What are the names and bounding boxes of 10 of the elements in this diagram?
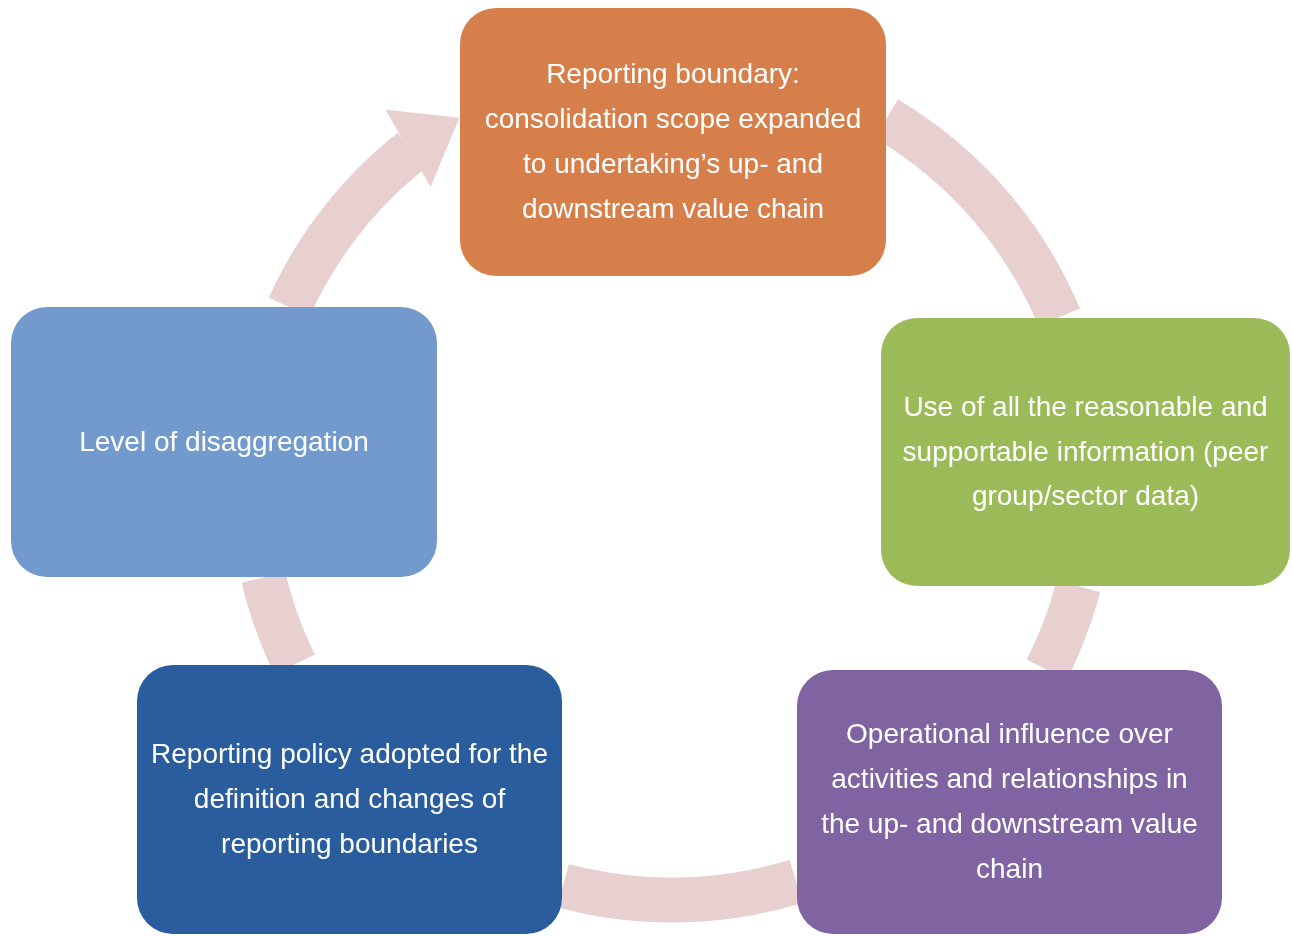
process-box — [881, 318, 1290, 586]
process-box — [11, 307, 437, 577]
box-text: Reporting boundary: consolidation scope expanded to undertaking’s up- and downstream value chain — [483, 57, 863, 226]
box-text: Level of disaggregation — [79, 424, 369, 459]
process-box — [797, 670, 1222, 934]
box-text: Use of all the reasonable and supportable information (peer group/sector data) — [901, 389, 1270, 514]
box-text: Operational influence over activities and relationships in the up- and downstream value chain — [820, 717, 1199, 886]
process-box — [460, 8, 886, 276]
process-box — [137, 665, 562, 934]
box-text: Reporting policy adopted for the definition and changes of reporting boundaries — [151, 737, 548, 861]
